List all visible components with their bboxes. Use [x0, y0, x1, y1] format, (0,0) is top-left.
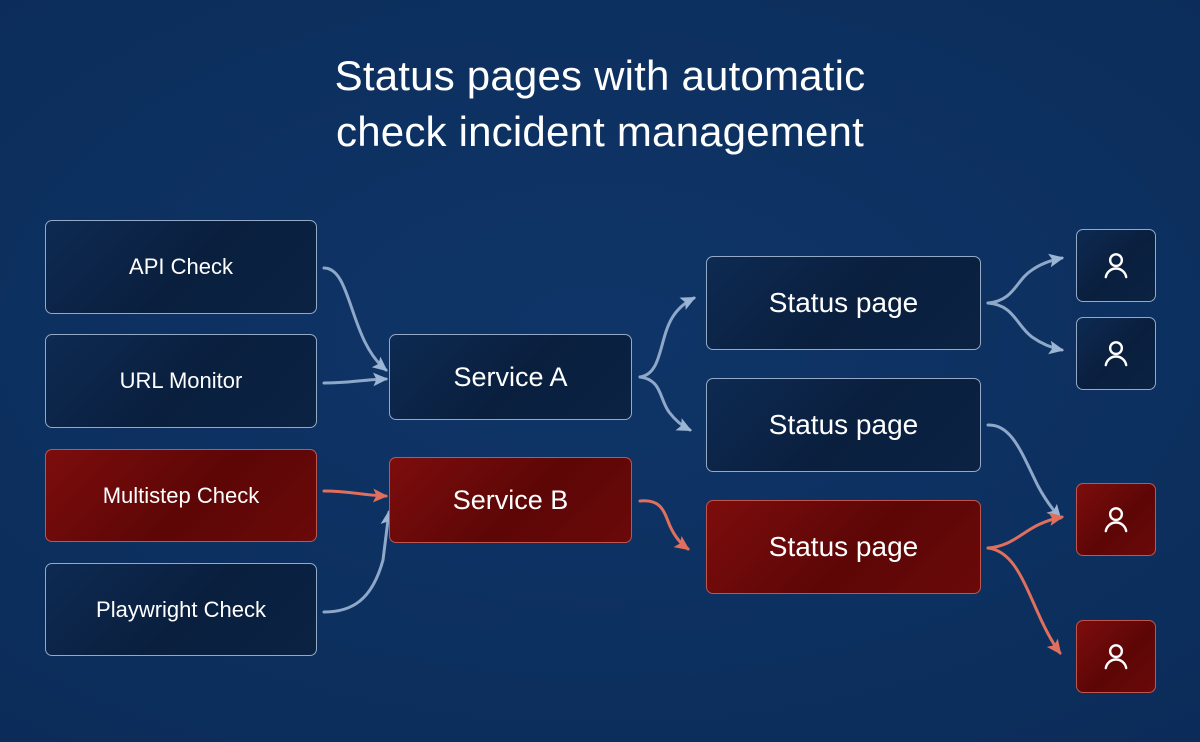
- service-node-b[interactable]: Service B: [389, 457, 632, 543]
- subscriber-node-3[interactable]: [1076, 483, 1156, 556]
- title-line-2: check incident management: [336, 108, 864, 155]
- connector-status-page-1-to-subscriber-1: [986, 253, 1065, 305]
- page-title: Status pages with automatic check incide…: [0, 48, 1200, 160]
- user-icon: [1104, 340, 1128, 366]
- connector-status-page-1-to-subscriber-2: [986, 301, 1065, 355]
- subscriber-node-1[interactable]: [1076, 229, 1156, 302]
- service-node-a[interactable]: Service A: [389, 334, 632, 420]
- connector-service-a-to-status-page-1: [638, 296, 696, 379]
- subscriber-node-2[interactable]: [1076, 317, 1156, 390]
- status-page-label: Status page: [768, 531, 919, 562]
- connector-status-page-3-to-subscriber-4: [986, 546, 1062, 655]
- check-node-url-monitor[interactable]: URL Monitor: [45, 334, 317, 428]
- check-label: Playwright Check: [96, 596, 266, 622]
- check-label: API Check: [129, 254, 233, 279]
- status-page-label: Status page: [768, 287, 919, 318]
- check-node-multistep-check[interactable]: Multistep Check: [45, 449, 317, 542]
- check-label: URL Monitor: [119, 368, 243, 393]
- status-page-node-3[interactable]: Status page: [706, 500, 981, 594]
- status-page-node-1[interactable]: Status page: [706, 256, 981, 350]
- user-icon: [1104, 643, 1128, 669]
- service-label: Service A: [453, 361, 568, 392]
- connector-url-monitor-to-service-a: [322, 372, 389, 387]
- check-label: Multistep Check: [102, 482, 260, 508]
- subscriber-node-4[interactable]: [1076, 620, 1156, 693]
- connector-service-b-to-status-page-3: [638, 499, 690, 551]
- connector-playwright-check-to-service-b: [322, 509, 395, 614]
- connector-service-a-to-status-page-2: [638, 375, 692, 432]
- check-node-api-check[interactable]: API Check: [45, 220, 317, 314]
- user-icon: [1104, 252, 1128, 278]
- title-line-1: Status pages with automatic: [334, 52, 866, 99]
- status-page-node-2[interactable]: Status page: [706, 378, 981, 472]
- connector-api-check-to-service-a: [322, 266, 388, 372]
- service-label: Service B: [452, 484, 569, 515]
- connector-status-page-2-to-subscriber-3: [986, 423, 1062, 520]
- user-icon: [1104, 506, 1128, 532]
- connector-status-page-3-to-subscriber-3: [986, 512, 1065, 550]
- status-page-label: Status page: [768, 409, 919, 440]
- connector-multistep-check-to-service-b: [322, 488, 389, 503]
- check-node-playwright-check[interactable]: Playwright Check: [45, 563, 317, 656]
